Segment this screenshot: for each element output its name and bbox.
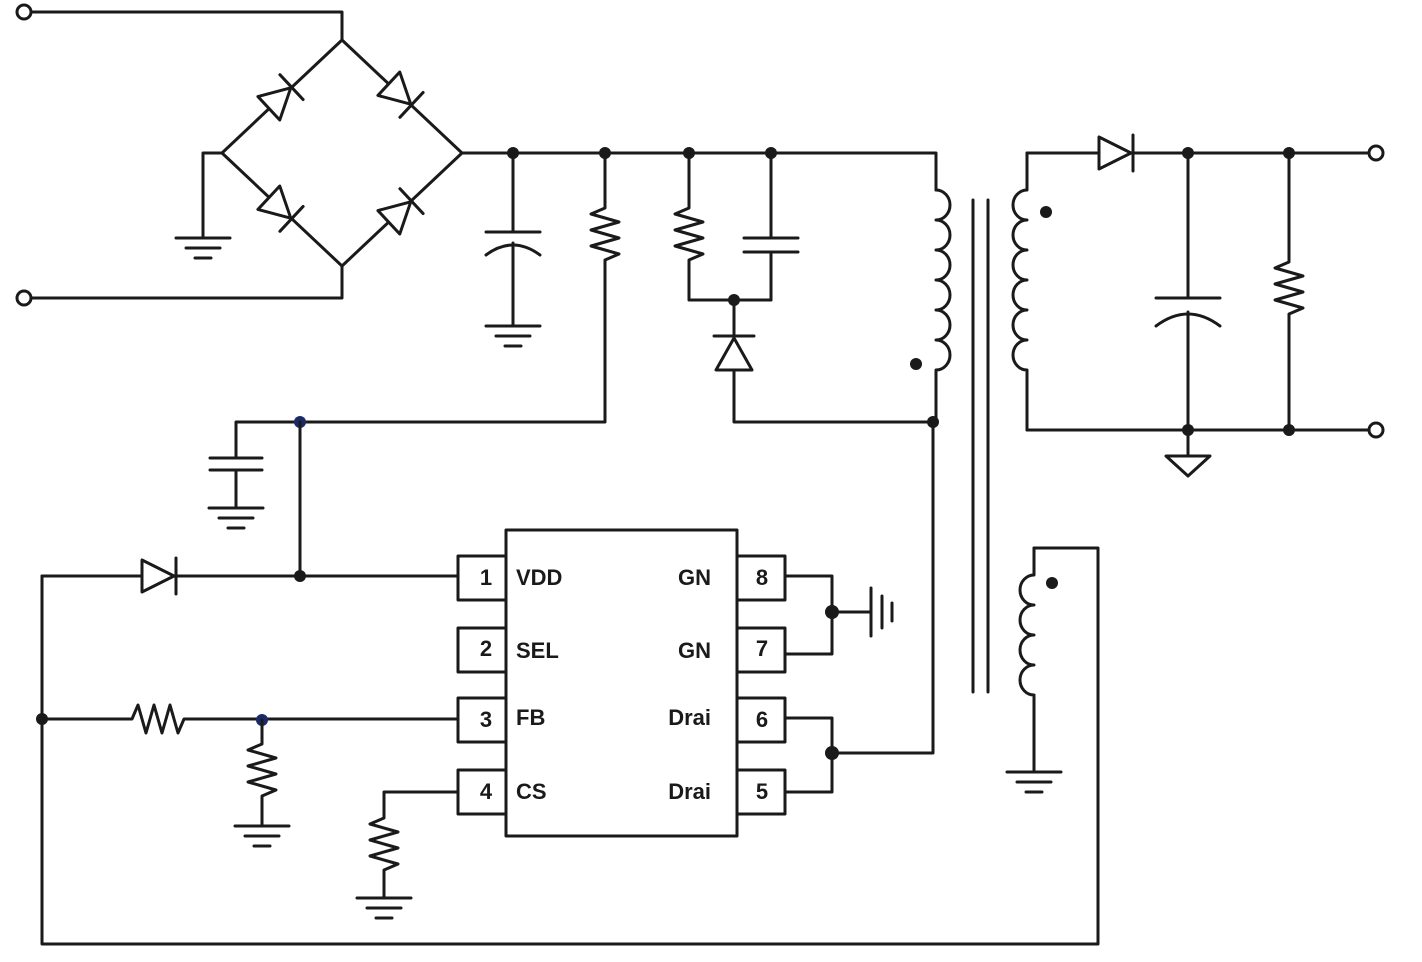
bridge-diode-top-right: [376, 70, 425, 119]
vdd-diode: [40, 556, 460, 596]
ac-terminal-bottom[interactable]: [15, 289, 33, 307]
pin-5-label: Drai: [668, 779, 711, 804]
ic-pin-6[interactable]: 6 Drai: [668, 696, 787, 744]
ic-pin-3[interactable]: 3 FB: [456, 696, 545, 744]
pin-8-number: 8: [756, 565, 768, 590]
pin-6-number: 6: [756, 707, 768, 732]
pin-3-number: 3: [480, 707, 492, 732]
ic-pin-5[interactable]: 5 Drai: [668, 768, 787, 816]
bridge-rectifier: [174, 38, 464, 268]
pin-1-label: VDD: [516, 565, 562, 590]
ic-drain-wiring: [783, 420, 935, 794]
output-terminal-negative[interactable]: [1367, 421, 1385, 439]
bridge-diode-top-left: [256, 73, 305, 122]
controller-ic: 1 VDD 2 SEL 3 FB 4 CS 8 GN 7 GN: [456, 528, 787, 838]
ac-terminal-top[interactable]: [15, 3, 33, 21]
pin-8-label: GN: [678, 565, 711, 590]
ic-pin-1[interactable]: 1 VDD: [456, 554, 562, 602]
pin-7-number: 7: [756, 636, 768, 661]
ic-pin-8[interactable]: 8 GN: [678, 554, 787, 602]
ic-pin-2[interactable]: 2 SEL: [456, 626, 559, 674]
ic-pin-4[interactable]: 4 CS: [456, 768, 547, 816]
output-terminal-positive[interactable]: [1367, 144, 1385, 162]
vdd-capacitor: [207, 456, 265, 530]
pin-6-label: Drai: [668, 705, 711, 730]
pin-7-label: GN: [678, 638, 711, 663]
transformer: [40, 151, 1100, 946]
ac-input: [15, 3, 344, 307]
dc-bus-wire: [460, 151, 938, 192]
pin-1-number: 1: [480, 565, 492, 590]
pin-5-number: 5: [756, 779, 768, 804]
pin-3-label: FB: [516, 705, 545, 730]
bridge-diode-bottom-left: [256, 184, 305, 233]
startup-resistor: [234, 151, 621, 460]
feedback-divider: [36, 703, 460, 848]
pin-4-label: CS: [516, 779, 547, 804]
bridge-diode-bottom-right: [376, 187, 425, 236]
bulk-capacitor: [484, 151, 542, 348]
rcd-snubber: [673, 151, 938, 424]
ground-symbol-bridge: [174, 236, 232, 260]
pin-2-number: 2: [480, 636, 492, 661]
pin-2-label: SEL: [516, 638, 559, 663]
output-stage: [1025, 133, 1385, 478]
ic-ground-wiring: [783, 574, 894, 656]
pin-4-number: 4: [480, 779, 493, 804]
cs-resistor: [355, 790, 460, 920]
ic-pin-7[interactable]: 7 GN: [678, 626, 787, 674]
